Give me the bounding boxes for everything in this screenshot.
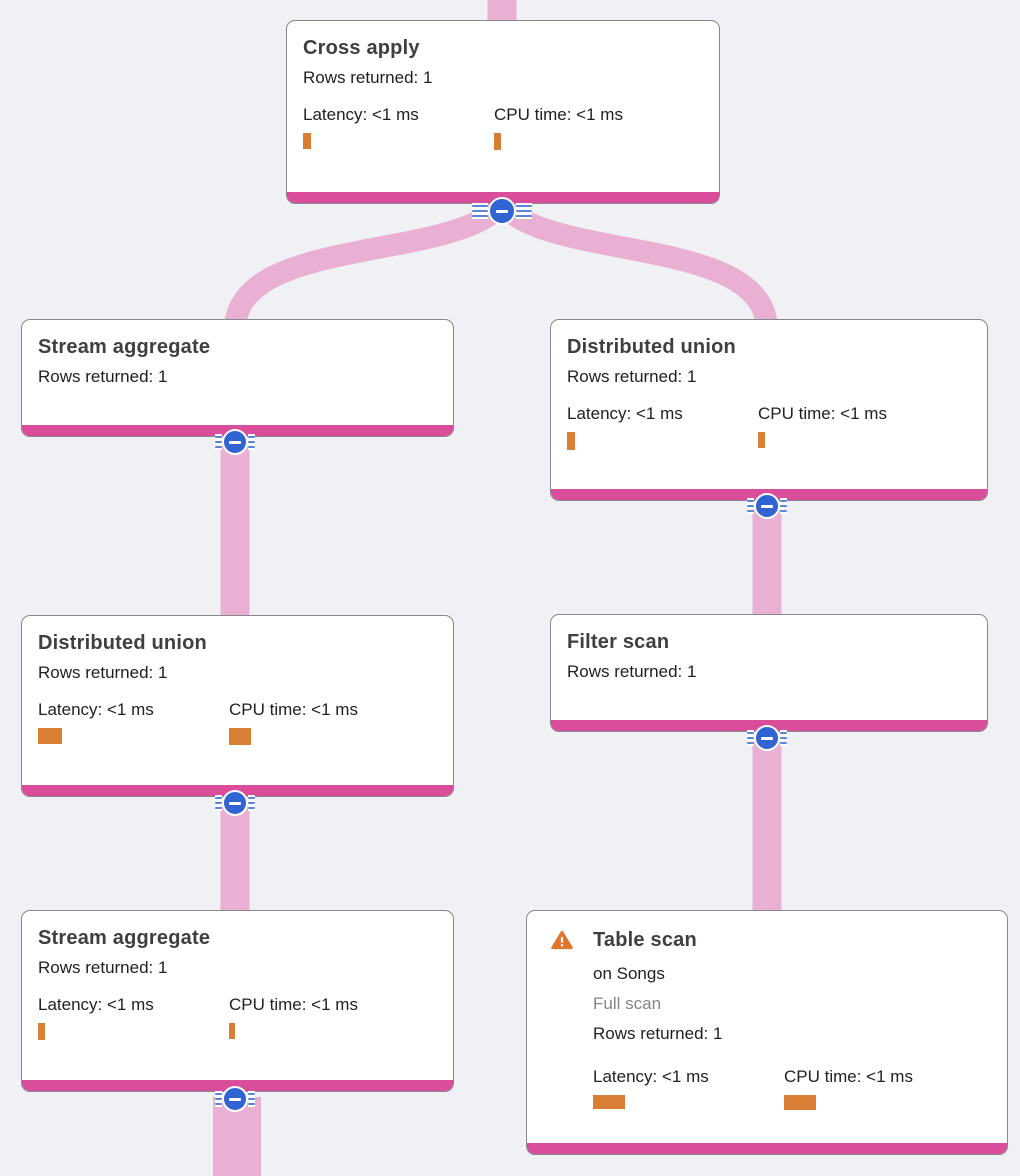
stripes-right-icon	[248, 795, 255, 811]
node-title: Cross apply	[303, 37, 420, 59]
cpu-metric: CPU time: <1 ms	[229, 698, 437, 745]
latency-label: Latency: <1 ms	[38, 995, 154, 1014]
node-metrics: Latency: <1 ms CPU time: <1 ms	[38, 698, 437, 745]
latency-metric: Latency: <1 ms	[38, 993, 229, 1040]
plan-node-filter-scan[interactable]: Filter scan Rows returned: 1	[550, 614, 988, 732]
stripes-right-icon	[248, 1091, 255, 1107]
plan-node-cross-apply[interactable]: Cross apply Rows returned: 1 Latency: <1…	[286, 20, 720, 204]
node-title: Filter scan	[567, 631, 670, 653]
latency-metric: Latency: <1 ms	[567, 402, 758, 450]
stripes-left-icon	[215, 795, 222, 811]
cpu-label: CPU time: <1 ms	[494, 105, 623, 124]
cpu-metric: CPU time: <1 ms	[229, 993, 437, 1040]
latency-metric: Latency: <1 ms	[303, 103, 494, 150]
rows-returned: Rows returned: 1	[567, 662, 697, 681]
cpu-bar	[229, 1023, 235, 1039]
node-header: Table scan	[551, 925, 983, 955]
cpu-metric: CPU time: <1 ms	[784, 1065, 983, 1110]
node-metrics: Latency: <1 ms CPU time: <1 ms	[593, 1065, 983, 1110]
latency-label: Latency: <1 ms	[303, 105, 419, 124]
node-title: Distributed union	[567, 336, 736, 358]
stripes-right-icon	[780, 730, 787, 746]
cpu-label: CPU time: <1 ms	[229, 700, 358, 719]
warning-icon	[551, 930, 573, 950]
plan-node-table-scan[interactable]: Table scan on Songs Full scan Rows retur…	[526, 910, 1008, 1155]
cpu-metric: CPU time: <1 ms	[758, 402, 971, 450]
minus-icon	[488, 197, 516, 225]
minus-icon	[754, 493, 780, 519]
node-body: on Songs Full scan Rows returned: 1 Late…	[593, 959, 983, 1110]
cpu-label: CPU time: <1 ms	[784, 1067, 913, 1086]
cpu-bar	[494, 133, 501, 150]
scan-target: on Songs	[593, 964, 665, 983]
plan-node-distributed-union-right[interactable]: Distributed union Rows returned: 1 Laten…	[550, 319, 988, 501]
latency-bar	[303, 133, 311, 149]
node-title: Stream aggregate	[38, 336, 211, 358]
stripes-left-icon	[215, 1091, 222, 1107]
rows-returned: Rows returned: 1	[38, 958, 168, 977]
cpu-bar	[758, 432, 765, 448]
rows-returned: Rows returned: 1	[303, 68, 433, 87]
rows-returned: Rows returned: 1	[593, 1024, 723, 1043]
node-metrics: Latency: <1 ms CPU time: <1 ms	[303, 103, 703, 150]
node-title: Distributed union	[38, 632, 207, 654]
plan-node-stream-aggregate-left[interactable]: Stream aggregate Rows returned: 1	[21, 319, 454, 437]
stripes-right-icon	[248, 434, 255, 450]
minus-icon	[754, 725, 780, 751]
minus-icon	[222, 1086, 248, 1112]
latency-metric: Latency: <1 ms	[38, 698, 229, 745]
collapse-button-cross-apply[interactable]	[472, 197, 532, 225]
plan-node-stream-aggregate-bottom[interactable]: Stream aggregate Rows returned: 1 Latenc…	[21, 910, 454, 1092]
collapse-button-filter-scan[interactable]	[747, 725, 787, 751]
latency-metric: Latency: <1 ms	[593, 1065, 784, 1110]
collapse-button-distributed-union-right[interactable]	[747, 493, 787, 519]
node-metrics: Latency: <1 ms CPU time: <1 ms	[38, 993, 437, 1040]
node-footer-bar	[527, 1143, 1007, 1154]
edge-cross-apply-to-distributed-union	[493, 196, 778, 332]
cpu-bar	[229, 728, 251, 745]
latency-bar	[38, 728, 62, 744]
node-metrics: Latency: <1 ms CPU time: <1 ms	[567, 402, 971, 450]
plan-node-distributed-union-left[interactable]: Distributed union Rows returned: 1 Laten…	[21, 615, 454, 797]
stripes-right-icon	[516, 203, 532, 219]
latency-label: Latency: <1 ms	[593, 1067, 709, 1086]
node-title: Stream aggregate	[38, 927, 211, 949]
rows-returned: Rows returned: 1	[38, 663, 168, 682]
cpu-bar	[784, 1095, 816, 1110]
rows-returned: Rows returned: 1	[38, 367, 168, 386]
latency-label: Latency: <1 ms	[38, 700, 154, 719]
collapse-button-stream-aggregate-bottom[interactable]	[215, 1086, 255, 1112]
scan-type: Full scan	[593, 994, 662, 1013]
collapse-button-stream-aggregate-left[interactable]	[215, 429, 255, 455]
cpu-label: CPU time: <1 ms	[758, 404, 887, 423]
collapse-button-distributed-union-left[interactable]	[215, 790, 255, 816]
edge-cross-apply-to-stream-aggregate	[224, 196, 511, 332]
latency-bar	[593, 1095, 625, 1109]
minus-icon	[222, 790, 248, 816]
latency-label: Latency: <1 ms	[567, 404, 683, 423]
minus-icon	[222, 429, 248, 455]
stripes-right-icon	[780, 498, 787, 514]
stripes-left-icon	[472, 203, 488, 219]
cpu-label: CPU time: <1 ms	[229, 995, 358, 1014]
stripes-left-icon	[215, 434, 222, 450]
latency-bar	[38, 1023, 45, 1040]
stripes-left-icon	[747, 730, 754, 746]
cpu-metric: CPU time: <1 ms	[494, 103, 703, 150]
rows-returned: Rows returned: 1	[567, 367, 697, 386]
node-footer-bar	[22, 1080, 453, 1091]
stripes-left-icon	[747, 498, 754, 514]
node-title: Table scan	[593, 929, 697, 951]
latency-bar	[567, 432, 575, 450]
